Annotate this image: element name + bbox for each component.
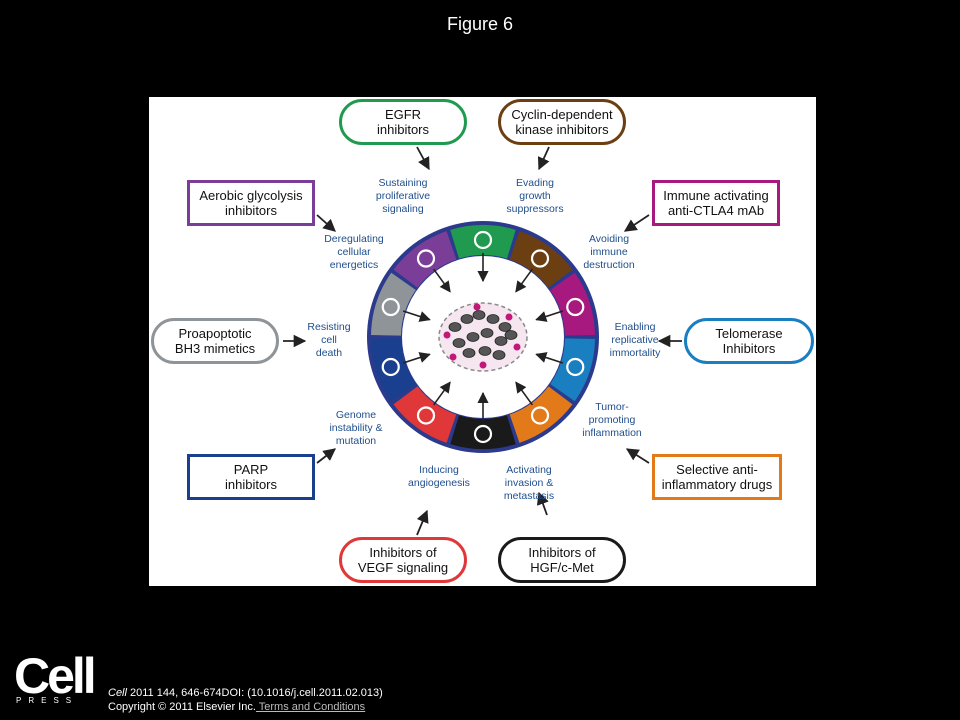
tumor-cell	[504, 330, 518, 340]
hallmark-label-inflammation: Tumor- promoting inflammation	[582, 401, 642, 439]
hallmark-label-parp: Genome instability & mutation	[329, 409, 383, 447]
drug-arrow-hgf	[536, 491, 549, 516]
tumor-cell	[448, 322, 462, 332]
drug-arrow-immune	[623, 214, 650, 232]
drug-arrow-glycolysis	[316, 214, 336, 232]
citation: Cell 2011 144, 646-674DOI: (10.1016/j.ce…	[108, 686, 383, 714]
hallmark-segment-immune	[550, 272, 595, 336]
hallmark-label-cdk: Evading growth suppressors	[506, 177, 564, 215]
hallmark-label-vegf: Inducing angiogenesis	[408, 464, 470, 489]
tumor-cell	[486, 314, 500, 324]
drug-label-parp: PARP inhibitors	[224, 462, 278, 492]
hallmark-symbol-inflammation-icon	[530, 406, 550, 425]
citation-journal: Cell	[108, 687, 127, 699]
inward-arrow	[432, 381, 451, 406]
drug-label-immune: Immune activating anti-CTLA4 mAb	[663, 188, 769, 218]
hallmark-symbol-telomerase-icon	[566, 357, 585, 377]
drug-box-egfr: EGFR inhibitors	[339, 99, 467, 145]
hallmark-label-bh3: Resisting cell death	[307, 321, 351, 359]
inward-arrow	[515, 381, 534, 406]
drug-label-inflammation: Selective anti- inflammatory drugs	[661, 462, 773, 492]
drug-label-glycolysis: Aerobic glycolysis inhibitors	[199, 188, 303, 218]
immune-cell	[505, 313, 513, 321]
immune-cell	[479, 361, 487, 369]
tumor-cell	[480, 328, 494, 338]
hallmark-segment-parp	[371, 338, 416, 402]
tumor-cell	[460, 314, 474, 324]
copyright-text: Copyright © 2011 Elsevier Inc.	[108, 701, 256, 713]
hallmark-label-telomerase: Enabling replicative immortality	[609, 321, 661, 359]
tumor-cell	[472, 310, 486, 320]
hallmark-label-egfr: Sustaining proliferative signaling	[375, 177, 431, 215]
hallmark-symbol-immune-icon	[566, 297, 585, 317]
drug-arrow-inflammation	[625, 448, 650, 464]
hallmarks-wheel	[283, 146, 682, 536]
hallmark-symbol-hgf-icon	[473, 424, 493, 444]
hallmark-label-immune: Avoiding immune destruction	[583, 233, 635, 271]
hallmark-label-glycolysis: Deregulating cellular energetics	[324, 233, 384, 271]
hallmark-label-hgf: Activating invasion & metastasis	[503, 464, 555, 502]
drug-arrow-cdk	[537, 146, 550, 171]
drug-box-inflammation: Selective anti- inflammatory drugs	[652, 454, 782, 500]
inward-arrow	[535, 352, 564, 364]
inward-arrow	[535, 310, 564, 322]
inward-arrow	[432, 268, 451, 293]
hallmark-symbol-cdk-icon	[530, 249, 550, 268]
drug-arrow-egfr	[416, 146, 430, 171]
drug-arrow-parp	[316, 448, 336, 464]
drug-label-cdk: Cyclin-dependent kinase inhibitors	[511, 107, 613, 137]
hallmark-symbol-parp-icon	[381, 357, 400, 377]
inward-arrow	[515, 268, 534, 293]
hallmark-segment-vegf	[393, 386, 457, 443]
drug-label-egfr: EGFR inhibitors	[376, 107, 430, 137]
drug-arrow-vegf	[416, 509, 429, 536]
tumor-cell	[478, 346, 492, 356]
tumor-cell	[498, 322, 512, 332]
drug-label-hgf: Inhibitors of HGF/c-Met	[528, 545, 596, 575]
drug-label-vegf: Inhibitors of VEGF signaling	[357, 545, 449, 575]
cell-press-logo: Cell PRESS	[14, 648, 97, 705]
hallmark-segment-cdk	[509, 231, 573, 288]
hallmark-symbol-glycolysis-icon	[416, 249, 436, 268]
drug-box-cdk: Cyclin-dependent kinase inhibitors	[498, 99, 626, 145]
drug-box-immune: Immune activating anti-CTLA4 mAb	[652, 180, 780, 226]
logo-word: Cell	[14, 648, 97, 704]
hallmark-symbol-vegf-icon	[416, 406, 436, 425]
drug-label-telomerase: Telomerase Inhibitors	[715, 326, 783, 356]
immune-cell	[473, 303, 481, 311]
immune-cell	[443, 331, 451, 339]
drug-box-glycolysis: Aerobic glycolysis inhibitors	[187, 180, 315, 226]
hallmark-segment-inflammation	[509, 386, 573, 443]
terms-link[interactable]: Terms and Conditions	[255, 701, 366, 713]
drug-box-telomerase: Telomerase Inhibitors	[684, 318, 814, 364]
drug-box-parp: PARP inhibitors	[187, 454, 315, 500]
hallmark-segment-egfr	[450, 224, 516, 259]
figure-title: Figure 6	[446, 14, 514, 34]
hallmark-segment-telomerase	[550, 338, 595, 402]
logo-press: PRESS	[16, 696, 79, 705]
hallmark-segment-glycolysis	[393, 231, 457, 288]
hallmark-symbol-bh3-icon	[381, 297, 400, 317]
inward-arrow	[402, 310, 431, 322]
tumor-cell	[494, 336, 508, 346]
drug-box-hgf: Inhibitors of HGF/c-Met	[498, 537, 626, 583]
drug-label-bh3: Proapoptotic BH3 mimetics	[174, 326, 256, 356]
hallmark-segment-hgf	[450, 415, 516, 449]
hallmark-segment-bh3	[371, 272, 416, 336]
hallmark-symbol-egfr-icon	[473, 230, 493, 250]
citation-ref: 2011 144, 646-674DOI: (10.1016/j.cell.20…	[126, 687, 383, 699]
tumor-cell	[452, 338, 466, 348]
immune-cell	[513, 343, 521, 351]
tumor-cell	[462, 348, 476, 358]
drug-box-bh3: Proapoptotic BH3 mimetics	[151, 318, 279, 364]
tumor-cell	[466, 332, 480, 342]
drug-box-vegf: Inhibitors of VEGF signaling	[339, 537, 467, 583]
inward-arrow	[402, 352, 431, 364]
hallmarks-diagram-panel: EGFR inhibitors Cyclin-dependent kinase i…	[149, 97, 816, 586]
immune-cell	[449, 353, 457, 361]
tumor-cell	[492, 350, 506, 360]
